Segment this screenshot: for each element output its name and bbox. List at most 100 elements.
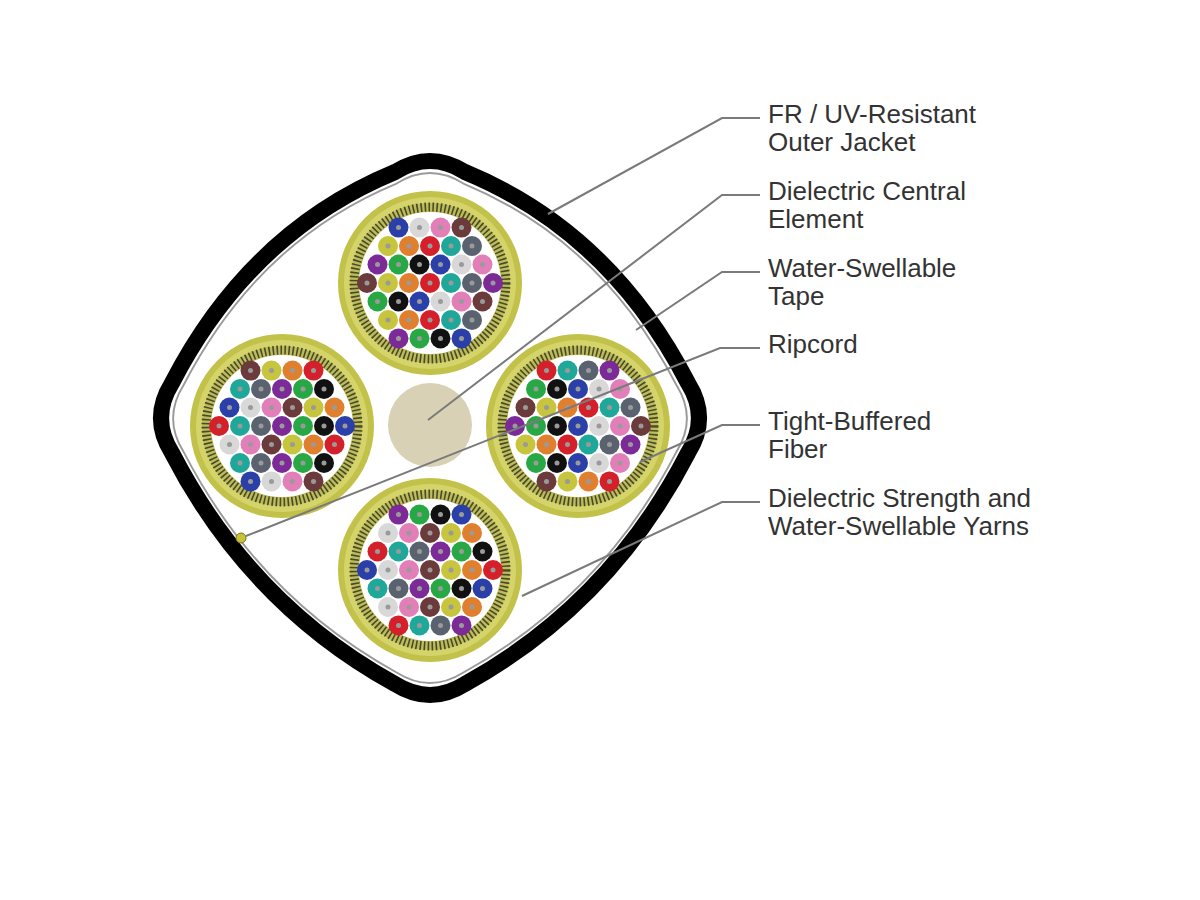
tight-buffered-fiber — [452, 218, 472, 238]
fiber-core — [459, 512, 464, 517]
leader-line — [428, 195, 760, 420]
leader-lines — [246, 118, 760, 596]
tight-buffered-fiber — [441, 273, 461, 293]
fiber-core — [417, 549, 422, 554]
fiber-core — [311, 442, 316, 447]
fiber-core — [322, 387, 327, 392]
fiber-core — [365, 281, 370, 286]
tight-buffered-fiber — [368, 542, 388, 562]
yarn-hatching — [354, 494, 506, 646]
outer-jacket — [161, 161, 699, 695]
tight-buffered-fiber — [389, 578, 409, 598]
fiber-core — [523, 442, 528, 447]
tight-buffered-fiber — [293, 379, 313, 399]
fiber-core — [396, 586, 401, 591]
fiber-core — [438, 586, 443, 591]
tight-buffered-fiber — [283, 361, 303, 381]
tight-buffered-fiber — [410, 328, 430, 348]
fiber-core — [438, 512, 443, 517]
ripcord — [236, 533, 246, 543]
tight-buffered-fiber — [399, 597, 419, 617]
fiber-core — [459, 262, 464, 267]
tight-buffered-fiber — [568, 453, 588, 473]
tight-buffered-fiber — [262, 361, 282, 381]
fiber-core — [375, 549, 380, 554]
tight-buffered-fiber — [293, 416, 313, 436]
tight-buffered-fiber — [357, 560, 377, 580]
fiber-core — [586, 368, 591, 373]
tight-buffered-fiber — [389, 615, 409, 635]
fiber-core — [459, 225, 464, 230]
fiber-core — [248, 405, 253, 410]
fiber-core — [428, 531, 433, 536]
fiber-core — [470, 281, 475, 286]
tight-buffered-fiber — [283, 398, 303, 418]
fiber-core — [396, 336, 401, 341]
tight-buffered-fiber — [420, 236, 440, 256]
fiber-core — [576, 424, 581, 429]
tight-buffered-fiber — [399, 560, 419, 580]
fiber-core — [449, 244, 454, 249]
subunit-core — [507, 355, 649, 497]
fiber-core — [269, 368, 274, 373]
fiber-core — [586, 405, 591, 410]
tight-buffered-fiber — [220, 398, 240, 418]
fiber-core — [248, 479, 253, 484]
fiber-core — [259, 460, 264, 465]
tight-buffered-fiber — [589, 416, 609, 436]
fiber-core — [480, 299, 485, 304]
part-label: Dielectric Strength and Water-Swellable … — [768, 484, 1088, 540]
fiber-core — [238, 460, 243, 465]
fiber-core — [607, 442, 612, 447]
fiber-subunit — [486, 334, 670, 518]
tight-buffered-fiber — [431, 505, 451, 525]
fiber-core — [396, 512, 401, 517]
fiber-core — [428, 568, 433, 573]
fiber-core — [523, 405, 528, 410]
tight-buffered-fiber — [325, 398, 345, 418]
fiber-core — [470, 568, 475, 573]
tight-buffered-fiber — [209, 416, 229, 436]
fiber-core — [639, 424, 644, 429]
fiber-core — [365, 568, 370, 573]
tight-buffered-fiber — [304, 471, 324, 491]
fiber-core — [417, 586, 422, 591]
fiber-core — [534, 460, 539, 465]
fiber-core — [417, 299, 422, 304]
fiber-core — [407, 568, 412, 573]
fiber-core — [576, 387, 581, 392]
tight-buffered-fiber — [452, 542, 472, 562]
subunit-jacket — [338, 478, 522, 662]
subunit-jacket-inner — [344, 197, 516, 369]
fiber-core — [386, 317, 391, 322]
fiber-core — [428, 317, 433, 322]
subunit-jacket — [190, 334, 374, 518]
fiber-core — [269, 442, 274, 447]
tight-buffered-fiber — [462, 597, 482, 617]
tight-buffered-fiber — [410, 505, 430, 525]
tight-buffered-fiber — [568, 379, 588, 399]
subunit-jacket-inner — [492, 340, 664, 512]
subunit-core — [359, 212, 501, 354]
subunit-jacket — [338, 191, 522, 375]
fiber-core — [322, 460, 327, 465]
fiber-core — [438, 225, 443, 230]
tight-buffered-fiber — [473, 542, 493, 562]
tight-buffered-fiber — [314, 453, 334, 473]
fiber-core — [618, 424, 623, 429]
tight-buffered-fiber — [251, 416, 271, 436]
tight-buffered-fiber — [314, 379, 334, 399]
fiber-core — [386, 531, 391, 536]
tight-buffered-fiber — [410, 578, 430, 598]
leader-line — [636, 272, 760, 330]
fiber-core — [280, 424, 285, 429]
yarn-hatching — [206, 350, 358, 502]
fiber-core — [459, 336, 464, 341]
fiber-core — [438, 336, 443, 341]
tight-buffered-fiber — [621, 434, 641, 454]
fiber-core — [428, 604, 433, 609]
yarn-ring — [350, 490, 510, 650]
fiber-core — [407, 281, 412, 286]
fiber-core — [417, 336, 422, 341]
fiber-core — [343, 424, 348, 429]
